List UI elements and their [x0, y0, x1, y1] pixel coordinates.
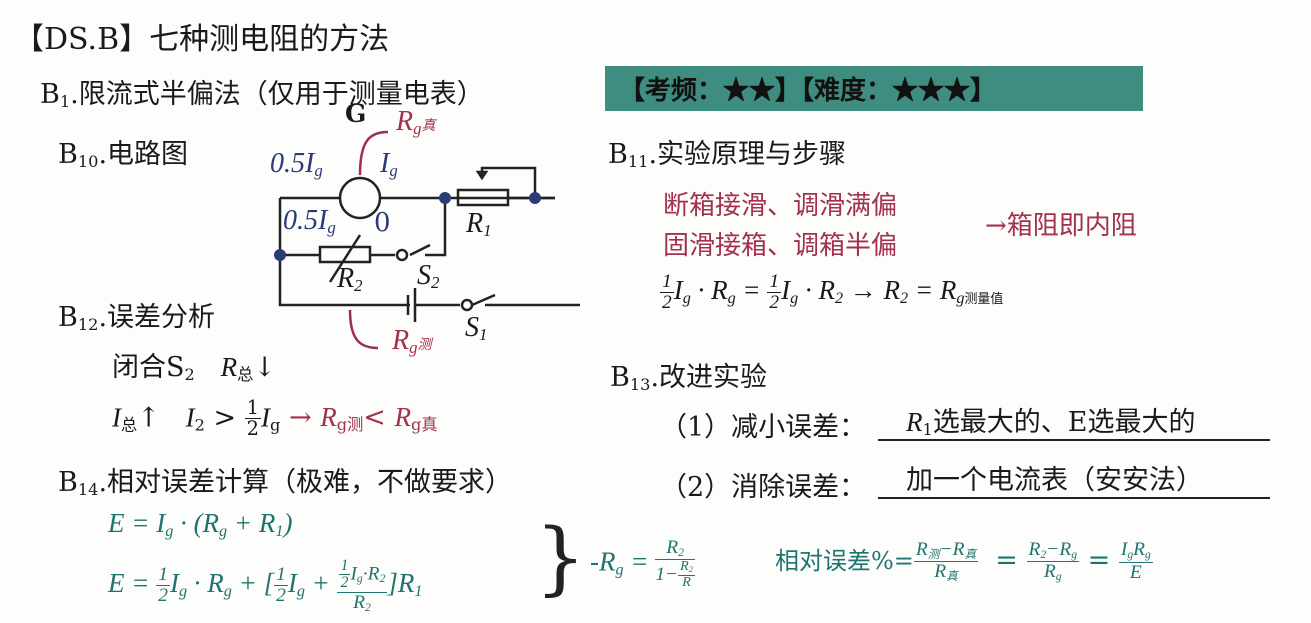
- section-b11: B11.实验原理与步骤: [608, 139, 847, 172]
- r1-label: R1: [466, 208, 492, 241]
- frequency-difficulty-banner: 【考频：★★】【难度：★★★】: [605, 66, 1143, 111]
- section-b14: B14.相对误差计算（极难，不做要求）: [58, 467, 513, 500]
- improve-2-answer: 加一个电流表（安安法）: [878, 458, 1270, 499]
- current-half-ig-r2: 0.5Ig: [283, 205, 336, 238]
- r2-label: R2: [337, 263, 363, 296]
- rg-true-label: Rg真: [396, 106, 436, 139]
- section-b10: B10.电路图: [58, 139, 189, 172]
- circuit-diagram: [274, 130, 580, 350]
- page-title: 【DS.B】七种测电阻的方法: [14, 22, 390, 57]
- brace: }: [535, 511, 586, 604]
- rg-measured-label: Rg测: [392, 325, 432, 358]
- step-line-2: 固滑接箱、调箱半偏: [663, 231, 898, 261]
- section-b1: B1.限流式半偏法（仅用于测量电表）: [40, 79, 484, 112]
- step-line-1: 断箱接滑、调滑满偏: [663, 191, 898, 221]
- error-line-1: 闭合S2 R总↓: [112, 352, 276, 385]
- section-b13: B13.改进实验: [610, 362, 768, 395]
- section-b12: B12.误差分析: [58, 302, 216, 335]
- s1-label: S1: [465, 312, 488, 345]
- step-result: →箱阻即内阻: [985, 211, 1137, 241]
- equation-e-1: E = Ig · (Rg + R1): [108, 508, 293, 541]
- improve-2-label: （2）消除误差：: [660, 472, 867, 503]
- current-ig: Ig: [380, 148, 398, 181]
- improve-1-answer: R1选最大的、E选最大的: [878, 400, 1270, 442]
- current-zero: 0: [374, 208, 391, 238]
- improve-1-label: （1）减小误差：: [660, 412, 867, 443]
- galvanometer-label: G: [345, 99, 367, 128]
- current-half-ig: 0.5Ig: [270, 148, 323, 181]
- s2-label: S2: [417, 260, 440, 293]
